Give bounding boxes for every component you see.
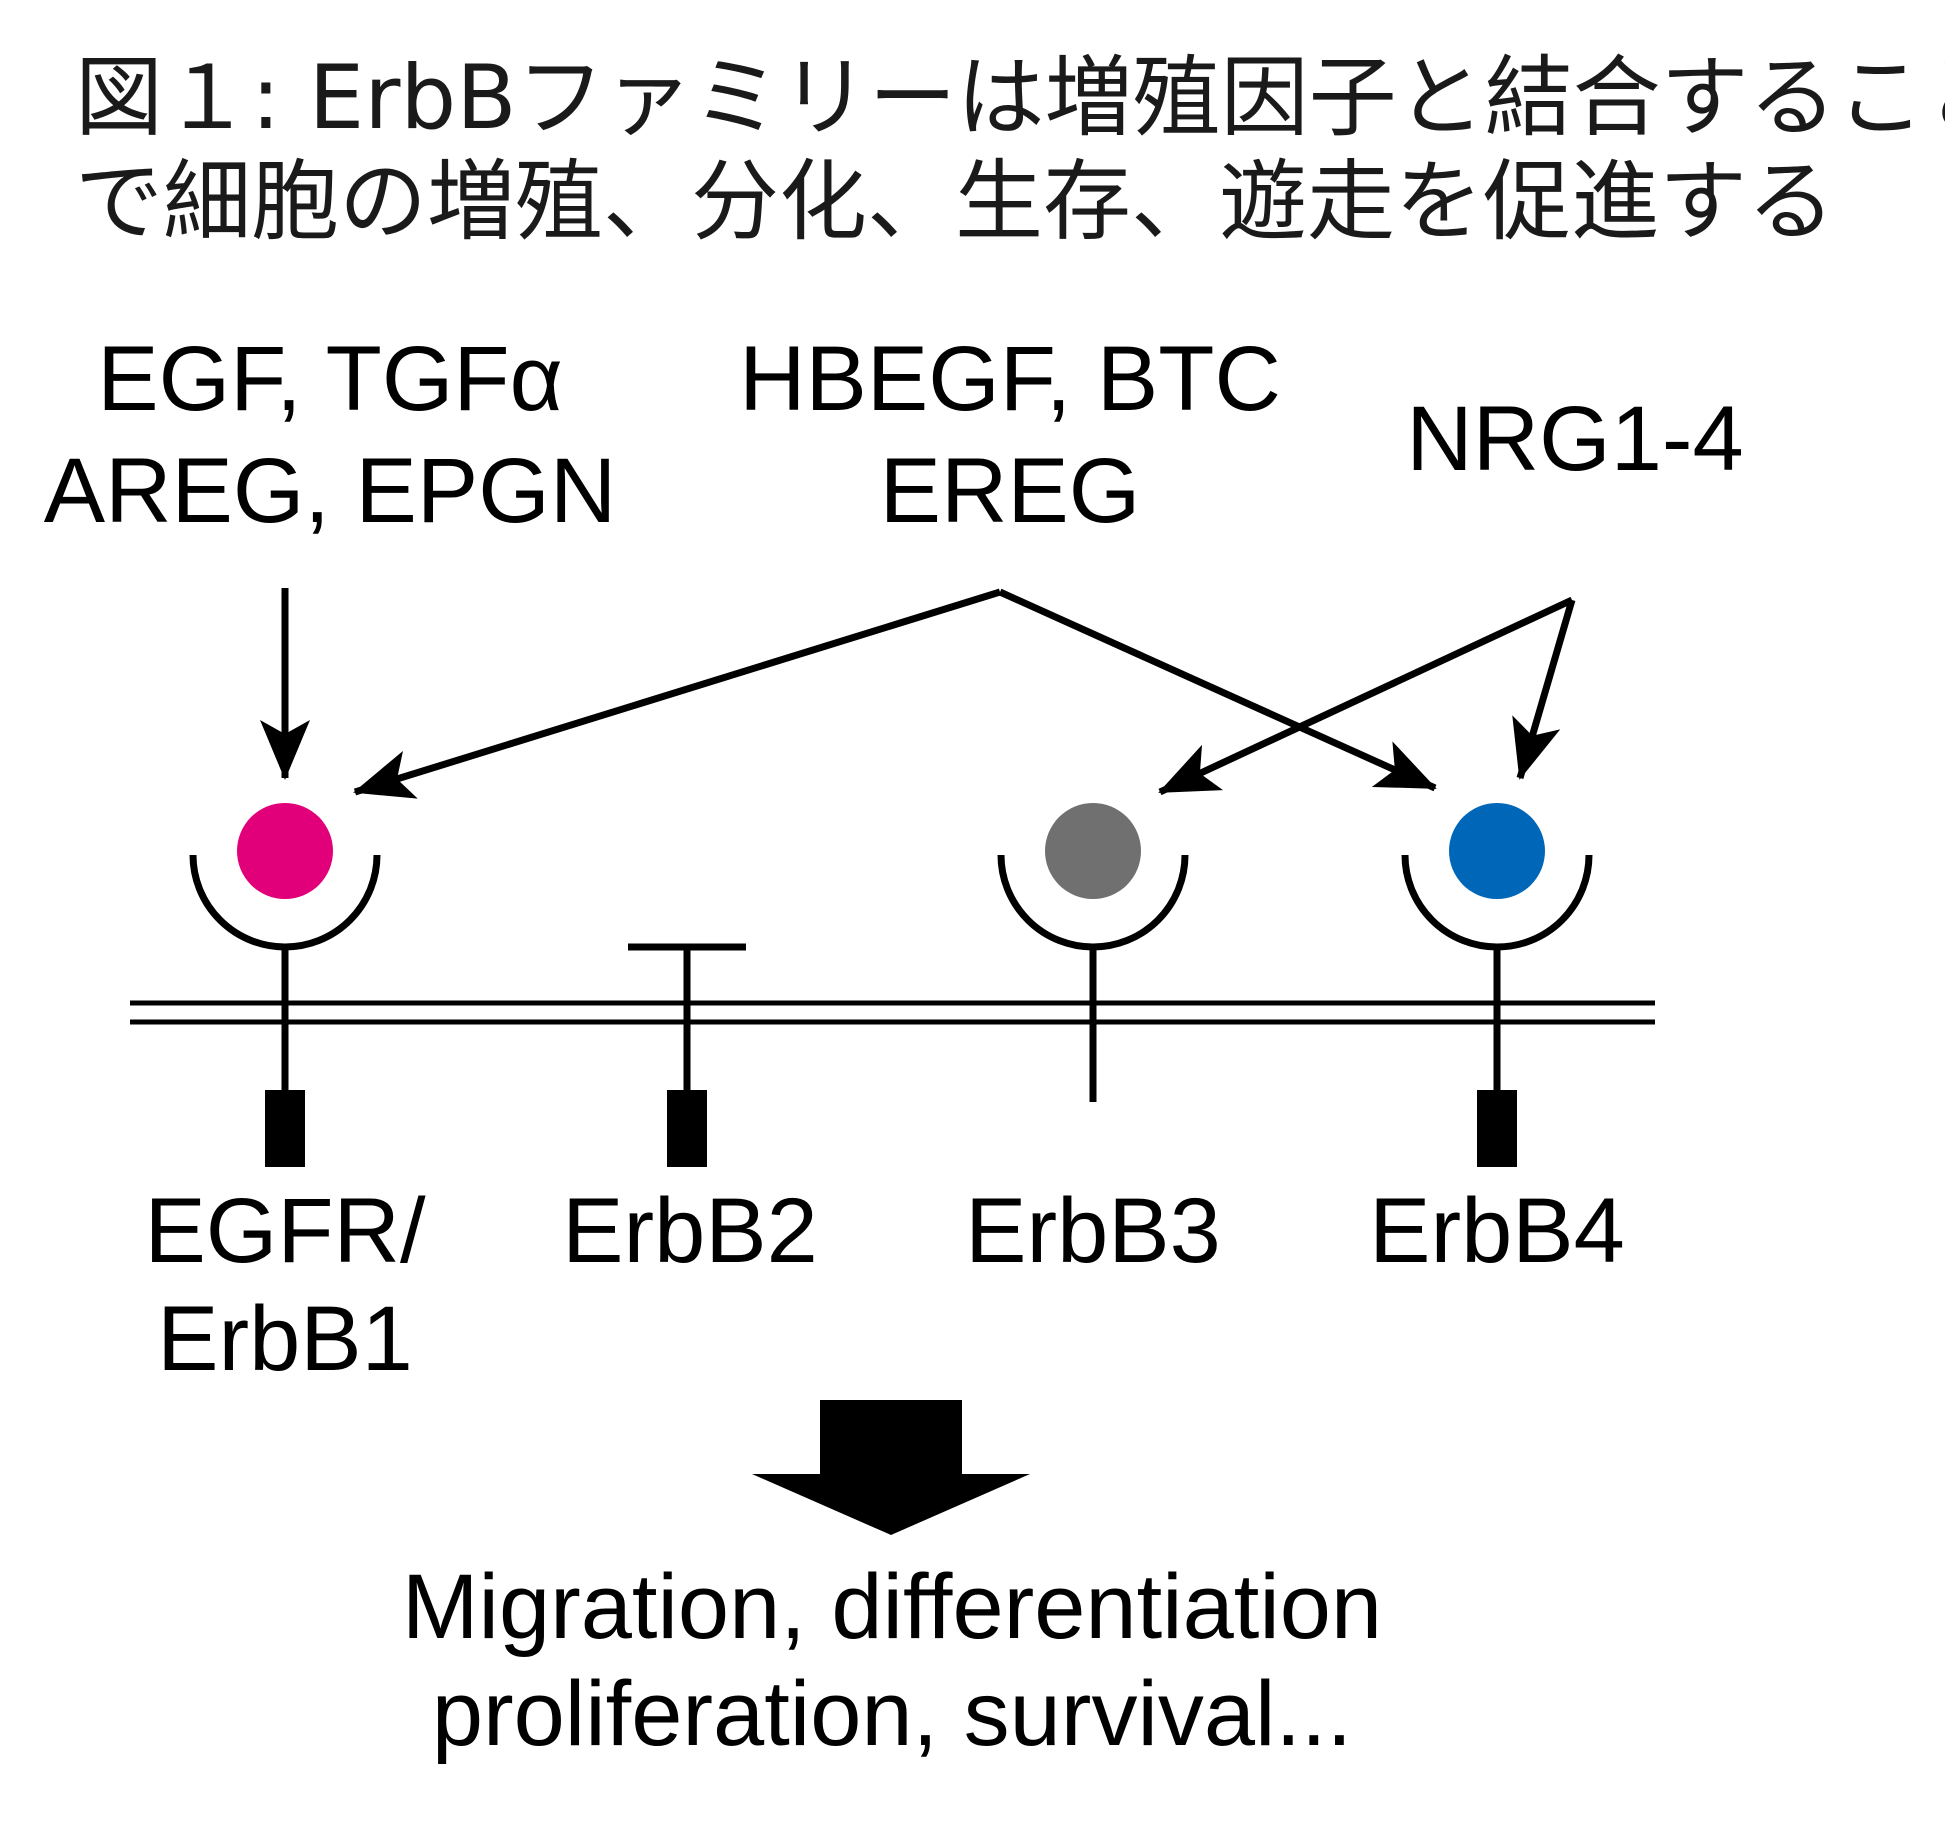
ligand-group-hbegf-line-1: HBEGF, BTC <box>739 328 1281 430</box>
ligand-dot-erbb3 <box>1045 803 1141 899</box>
receptor-label-erbb4: ErbB4 <box>1369 1180 1625 1282</box>
outcome-line-2: proliferation, survival... <box>432 1663 1352 1765</box>
outcome-line-1: Migration, differentiation <box>402 1556 1382 1658</box>
arrow-nrg-to-erbb4 <box>1512 599 1576 780</box>
receptor-binding-pocket-erbb4 <box>1401 854 1593 951</box>
receptor-egfr: EGFR/ ErbB1 <box>144 803 426 1390</box>
downstream-block-arrow <box>752 1400 1030 1535</box>
figure-title-line-2: で細胞の増殖、分化、生存、遊走を促進する <box>75 150 1835 253</box>
receptor-binding-pocket-egfr <box>189 854 381 951</box>
ligand-group-hbegf-line-2: EREG <box>880 440 1141 542</box>
ligand-group-nrg: NRG1-4 <box>1406 388 1743 490</box>
receptor-erbb3: ErbB3 <box>965 803 1221 1282</box>
arrow-hbegf-to-egfr <box>353 588 1002 799</box>
receptor-binding-pocket-erbb3 <box>997 854 1189 951</box>
receptor-erbb2: ErbB2 <box>562 943 818 1282</box>
figure-title-line-1: 図１: ErbBファミリーは増殖因子と結合すること <box>75 46 1945 149</box>
arrow-nrg-to-erbb3 <box>1158 596 1574 796</box>
arrow-hbegf-to-erbb4 <box>998 588 1437 792</box>
ligand-dot-erbb4 <box>1449 803 1545 899</box>
receptor-label-erbb2: ErbB2 <box>562 1180 818 1282</box>
kinase-domain-erbb2 <box>667 1090 707 1167</box>
ligand-group-egf-line-2: AREG, EPGN <box>44 440 617 542</box>
ligand-group-egf-line-1: EGF, TGFα <box>97 328 563 430</box>
receptor-label-erbb3: ErbB3 <box>965 1180 1221 1282</box>
kinase-domain-erbb4 <box>1477 1090 1517 1167</box>
receptor-label-egfr-line-2: ErbB1 <box>157 1288 413 1390</box>
receptor-label-egfr-line-1: EGFR/ <box>144 1180 426 1282</box>
kinase-domain-egfr <box>265 1090 305 1167</box>
ligand-dot-egfr <box>237 803 333 899</box>
receptor-erbb4: ErbB4 <box>1369 803 1625 1282</box>
